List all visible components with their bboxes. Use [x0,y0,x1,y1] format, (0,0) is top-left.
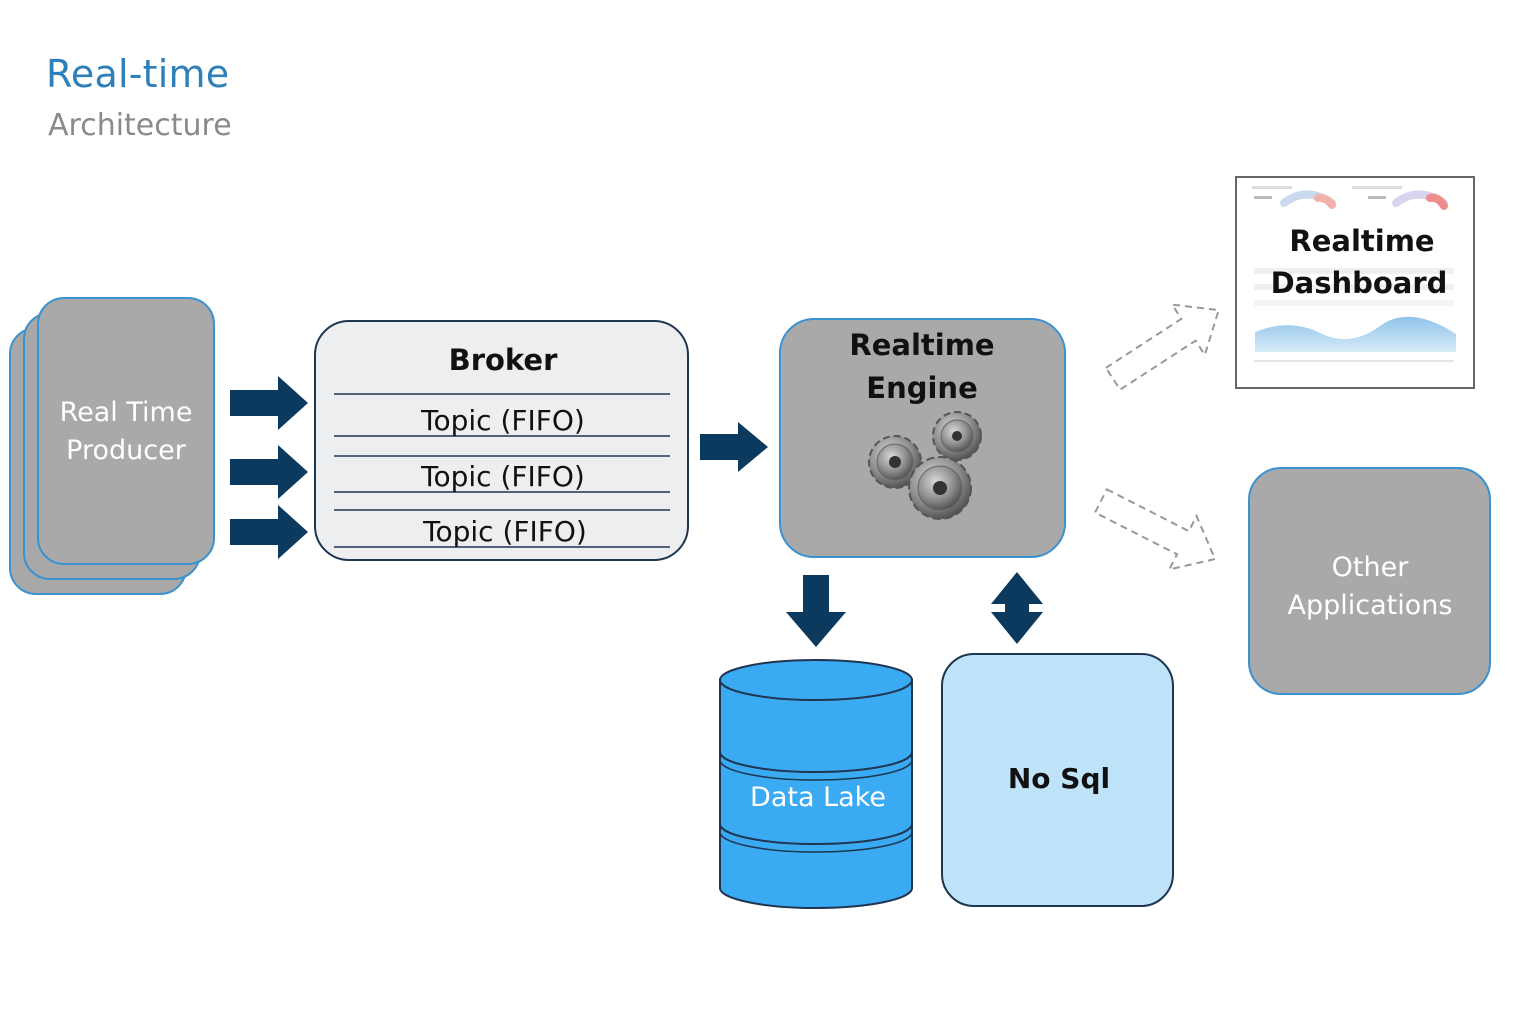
data-lake-label: Data Lake [750,782,886,813]
right-arrow-icon [230,505,308,559]
broker-topic-dividers [334,393,670,548]
nosql-container [941,653,1174,907]
producer-arrows [230,376,308,559]
page-title: Real-time [46,52,230,96]
page-subtitle: Architecture [48,108,232,143]
producer-label-line2: Producer [66,435,187,466]
nosql-box: No Sql [941,653,1174,907]
engine-label-line2: Engine [866,371,977,405]
dashboard-box: Realtime Dashboard [1235,176,1475,389]
dashboard-label-line1: Realtime [1289,224,1434,258]
other-apps-container [1248,467,1491,695]
dashed-arrow-icon [1104,303,1220,392]
engine-label-line1: Realtime [849,328,994,362]
down-arrow-icon [786,575,846,647]
broker-topic-1: Topic (FIFO) [420,404,585,437]
dashboard-label-line2: Dashboard [1271,266,1448,300]
other-apps-box: Other Applications [1248,467,1491,695]
dashboard-frame [1235,176,1475,389]
broker-topic-2: Topic (FIFO) [420,460,585,493]
broker-box: Broker Topic (FIFO) Topic (FIFO) Topic (… [314,320,689,561]
right-arrow-icon [230,445,308,499]
dashboard-thumbnail [1252,186,1456,362]
producer-label-line1: Real Time [60,397,193,428]
other-apps-label-line2: Applications [1288,590,1453,621]
nosql-label: No Sql [1008,762,1110,795]
engine-container [779,318,1066,558]
double-arrow-icon [991,572,1043,644]
right-arrow-icon [230,376,308,430]
producer-card-front [37,297,215,565]
gears-icon [868,411,982,520]
broker-topic-3: Topic (FIFO) [422,515,587,548]
dashed-arrow-icon [1093,488,1217,571]
broker-title: Broker [449,343,559,377]
producer-stack: Real Time Producer [9,297,215,595]
database-cylinder-icon: Data Lake [719,659,913,909]
engine-box: Realtime Engine [779,318,1066,558]
other-apps-label-line1: Other [1332,552,1410,583]
right-arrow-icon [700,422,768,472]
broker-container [314,320,689,561]
